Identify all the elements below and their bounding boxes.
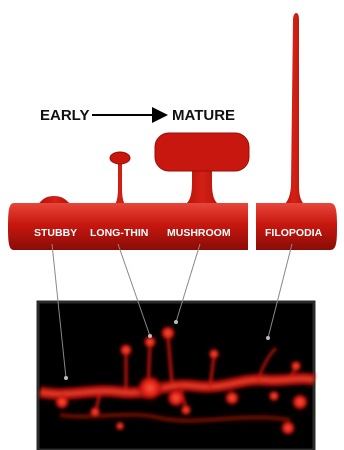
filopodia-label: FILOPODIA [265, 227, 323, 239]
micrograph [38, 302, 314, 450]
long-thin-spine-head [110, 152, 130, 164]
stubby-label: STUBBY [34, 227, 77, 239]
stubby-connector-dot [64, 376, 68, 380]
mushroom-spine-head [155, 133, 249, 171]
early-label: EARLY [40, 107, 89, 124]
mushroom-label: MUSHROOM [167, 227, 231, 239]
filopodia-connector-dot [266, 336, 270, 340]
mature-label: MATURE [172, 107, 235, 124]
long-thin-connector-dot [148, 334, 152, 338]
mushroom-connector-dot [174, 320, 178, 324]
long-thin-label: LONG-THIN [90, 227, 148, 239]
long-thin-spine [112, 160, 128, 207]
filopodia-spine [280, 13, 308, 207]
progression-header: EARLY MATURE [40, 107, 235, 124]
mushroom-spine-neck [180, 168, 224, 207]
